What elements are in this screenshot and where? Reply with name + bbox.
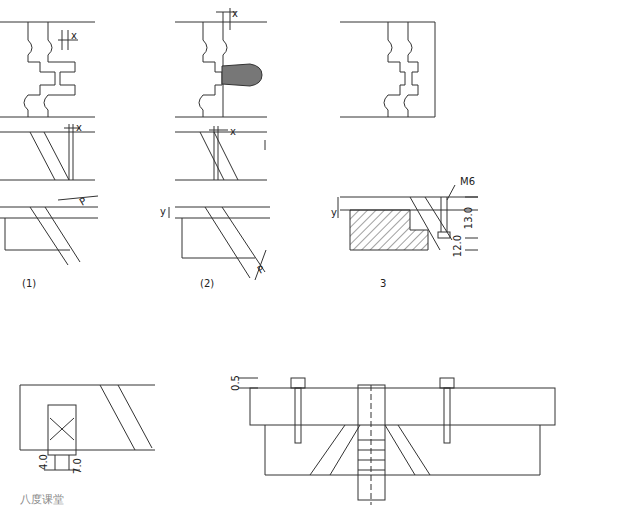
watermark: 八度课堂 — [20, 494, 64, 506]
dimension-label: 7.0 — [72, 458, 84, 474]
figure-number: 3 — [380, 278, 386, 290]
thread-callout: M6 — [460, 176, 475, 188]
dimension-label: x — [71, 30, 77, 42]
dimension-label: x — [232, 8, 238, 20]
dimension-label: x — [76, 122, 82, 134]
dimension-label: 4.0 — [38, 454, 50, 470]
dimension-label: 12.0 — [452, 235, 464, 257]
figure-number: (2) — [200, 278, 214, 290]
figure-number: (1) — [22, 278, 36, 290]
dimension-label: 13.0 — [463, 207, 475, 229]
dimension-label: y — [331, 207, 337, 219]
dimension-label: x — [230, 126, 236, 138]
dimension-label: y — [160, 206, 166, 218]
dimension-label: 0.5 — [230, 375, 242, 391]
